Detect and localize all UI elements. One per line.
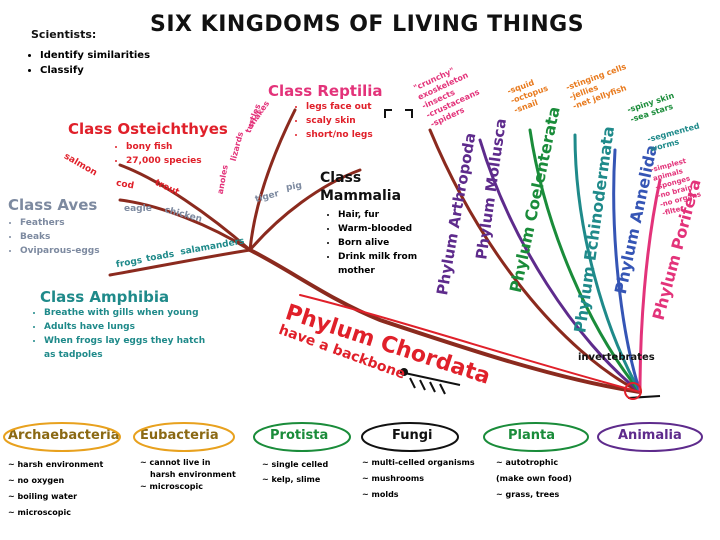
trait: When frogs lay eggs they hatch [44, 334, 205, 348]
class-mammalia-title-2: Mammalia [320, 188, 402, 204]
kingdom-animalia: Animalia [618, 428, 718, 443]
kingdom-notes: ~ autotrophic (make own food) ~ grass, t… [496, 455, 596, 503]
note: ~ kelp, slime [262, 475, 321, 484]
kingdom-notes: ~ single celled ~ kelp, slime [262, 457, 362, 487]
class-osteichthyes-title: Class Osteichthyes [68, 120, 228, 138]
kingdom-fungi: Fungi ~ multi-celled organisms ~ mushroo… [362, 428, 492, 503]
note: ~ multi-celled organisms [362, 458, 475, 467]
note: ~ grass, trees [496, 490, 560, 499]
trait: Adults have lungs [44, 320, 205, 334]
trait: Warm-blooded [338, 222, 448, 236]
kingdom-title: Eubacteria [140, 428, 219, 443]
task-list: Identify similarities Classify [20, 48, 150, 78]
class-amphibia-title: Class Amphibia [40, 288, 170, 306]
note: ~ molds [362, 490, 399, 499]
note: ~ single celled [262, 460, 329, 469]
osteichthyes-traits: bony fish 27,000 species [110, 140, 202, 168]
note: (make own food) [496, 474, 572, 483]
note: ~ boiling water [8, 492, 78, 501]
kingdom-title: Fungi [392, 428, 433, 443]
scientists-label: Scientists: [31, 28, 97, 41]
page-title: SIX KINGDOMS OF LIVING THINGS [150, 12, 585, 37]
note: ~ harsh environment [8, 460, 104, 469]
trait: scaly skin [306, 114, 373, 128]
kingdom-title: Animalia [618, 428, 682, 443]
note: harsh environment [150, 470, 236, 479]
class-mammalia-title-1: Class [320, 170, 362, 186]
note: ~ microscopic [8, 508, 71, 517]
amphibia-traits: Breathe with gills when young Adults hav… [26, 306, 205, 362]
trait: legs face out [306, 100, 373, 114]
kingdom-archaebacteria: Archaebacteria ~ harsh environment ~ no … [8, 428, 120, 521]
kingdom-protista: Protista ~ single celled ~ kelp, slime [262, 428, 362, 487]
class-aves-title: Class Aves [8, 196, 98, 214]
task-item: Identify similarities [40, 48, 150, 63]
example-eagle: eagle [124, 204, 152, 214]
kingdom-notes: ~ harsh environment ~ no oxygen ~ boilin… [8, 457, 120, 521]
kingdom-notes: ~ cannot live in harsh environment ~ mic… [140, 457, 260, 493]
trait: Beaks [20, 230, 100, 244]
note: ~ mushrooms [362, 474, 425, 483]
kingdom-title: Planta [508, 428, 555, 443]
trait-continued: as tadpoles [44, 350, 103, 360]
kingdom-title: Protista [270, 428, 329, 443]
trait: short/no legs [306, 128, 373, 142]
trait: Feathers [20, 216, 100, 230]
trait: Born alive [338, 236, 448, 250]
trait: Hair, fur [338, 208, 448, 222]
trait: Oviparous-eggs [20, 244, 100, 258]
trait: Drink milk from mother [338, 250, 448, 278]
note: ~ autotrophic [496, 458, 559, 467]
invertebrates-label: invertebrates [578, 352, 655, 363]
kingdom-eubacteria: Eubacteria ~ cannot live in harsh enviro… [140, 428, 260, 493]
trait: bony fish [126, 140, 202, 154]
task-item: Classify [40, 63, 150, 78]
note: ~ microscopic [140, 482, 203, 491]
note: ~ cannot live in [140, 458, 211, 467]
class-reptilia-title: Class Reptilia [268, 82, 383, 100]
reptilia-traits: legs face out scaly skin short/no legs [288, 100, 373, 142]
note: ~ no oxygen [8, 476, 65, 485]
trait: 27,000 species [126, 154, 202, 168]
kingdom-planta: Planta ~ autotrophic (make own food) ~ g… [496, 428, 596, 503]
mammalia-traits: Hair, fur Warm-blooded Born alive Drink … [320, 208, 448, 278]
kingdom-notes: ~ multi-celled organisms ~ mushrooms ~ m… [362, 455, 492, 503]
trait: Breathe with gills when young [44, 306, 205, 320]
kingdoms-row: Archaebacteria ~ harsh environment ~ no … [0, 428, 720, 538]
aves-traits: Feathers Beaks Oviparous-eggs [0, 216, 100, 258]
kingdom-title: Archaebacteria [8, 428, 120, 443]
